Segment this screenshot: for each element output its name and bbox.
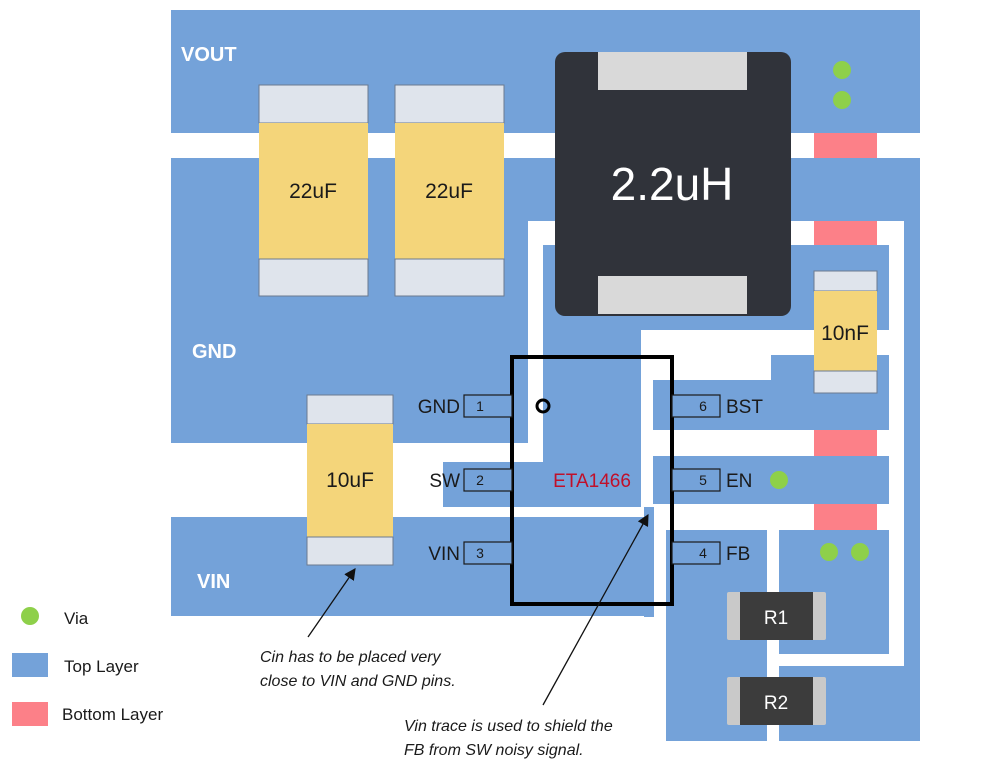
ic-pin-vin: 3 VIN: [428, 541, 513, 565]
inductor: 2.2uH: [555, 52, 791, 316]
pin-name: SW: [429, 471, 460, 492]
pin-number: 2: [476, 472, 484, 488]
vin-shield-strip: [644, 507, 654, 617]
bottom-trace-1: [814, 133, 877, 158]
pin-pad: [463, 394, 513, 418]
cin-value: 10uF: [326, 469, 374, 492]
pin-pad: [671, 468, 721, 492]
ic-name: ETA1466: [553, 471, 631, 492]
vin-plane: [171, 517, 654, 616]
vin-note-line-1: Vin trace is used to shield the: [404, 718, 613, 735]
inductor-value: 2.2uH: [611, 158, 734, 210]
via: [820, 543, 838, 561]
legend-via-label: Via: [64, 609, 89, 628]
vias: [770, 61, 869, 561]
r2-resistor: R2: [727, 677, 826, 725]
pin-name: EN: [726, 471, 752, 492]
ic-pin-fb: 4 FB: [671, 541, 750, 565]
legend-via-icon: [21, 607, 39, 625]
pin-number: 6: [699, 398, 707, 414]
ic-pin-sw: 2 SW: [429, 468, 513, 492]
cout1-capacitor: 22uF: [258, 84, 369, 297]
cbst-capacitor: 10nF: [813, 270, 878, 394]
pin-name: BST: [726, 397, 763, 418]
via: [770, 471, 788, 489]
pin1-marker: [535, 398, 551, 414]
r1-label: R1: [764, 608, 788, 629]
pin-pad: [463, 541, 513, 565]
ic-pins: 1 GND 2 SW 3 VIN 4 FB 5 EN 6 BST: [418, 394, 763, 565]
r1-resistor: R1: [727, 592, 826, 640]
via: [833, 61, 851, 79]
pin-name: VIN: [428, 544, 460, 565]
ic-pin-en: 5 EN: [671, 468, 752, 492]
pin-number: 5: [699, 472, 707, 488]
ic-pin-gnd: 1 GND: [418, 394, 513, 418]
pin-pad: [671, 394, 721, 418]
ic-pin-bst: 6 BST: [671, 394, 763, 418]
legend-bottom-layer-label: Bottom Layer: [62, 705, 163, 724]
vin-note-line-2: FB from SW noisy signal.: [404, 742, 584, 759]
vin-annotation: Vin trace is used to shield the FB from …: [404, 513, 649, 759]
legend-top-layer-label: Top Layer: [64, 657, 139, 676]
via: [851, 543, 869, 561]
pin-name: FB: [726, 544, 750, 565]
gnd-plane-right-strip: [898, 158, 920, 221]
net-label-vin: VIN: [197, 571, 230, 593]
legend-bottom-layer-swatch: [12, 702, 48, 726]
pin-number: 4: [699, 545, 707, 561]
r2-label: R2: [764, 693, 788, 714]
cin-note-line-2: close to VIN and GND pins.: [260, 673, 456, 690]
cout2-value: 22uF: [425, 180, 473, 203]
cout1-value: 22uF: [289, 180, 337, 203]
pin-pad: [671, 541, 721, 565]
cout2-capacitor: 22uF: [394, 84, 505, 297]
net-label-gnd: GND: [192, 341, 236, 363]
cin-annotation: Cin has to be placed very close to VIN a…: [260, 568, 456, 690]
pin-pad: [463, 468, 513, 492]
cin-capacitor: 10uF: [306, 394, 394, 566]
net-label-vout: VOUT: [181, 44, 237, 66]
bottom-layer-copper: [814, 133, 877, 530]
bottom-trace-4: [814, 504, 877, 530]
cin-note-line-1: Cin has to be placed very: [260, 649, 442, 666]
gnd-right-vertical: [904, 221, 920, 666]
pin-number: 3: [476, 545, 484, 561]
pin-number: 1: [476, 398, 484, 414]
legend-top-layer-swatch: [12, 653, 48, 677]
cbst-value: 10nF: [821, 322, 869, 345]
bottom-trace-2: [814, 221, 877, 245]
pin-name: GND: [418, 397, 460, 418]
via: [833, 91, 851, 109]
bottom-trace-3: [814, 430, 877, 456]
legend: Via Top Layer Bottom Layer: [12, 607, 163, 726]
